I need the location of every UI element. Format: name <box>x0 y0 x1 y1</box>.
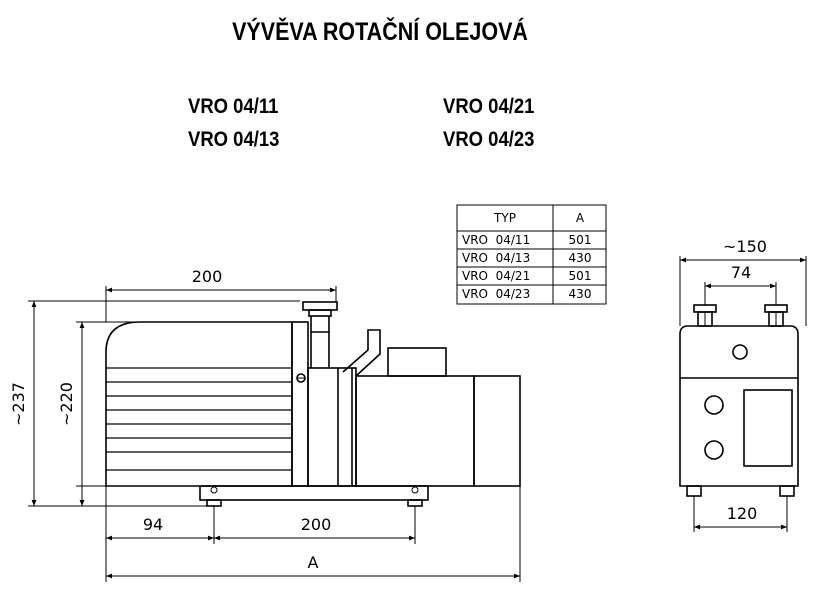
table-cell-a: 501 <box>569 269 592 283</box>
dimension-port-spacing: 74 <box>731 263 751 282</box>
table-cell-typ: VRO 04/11 <box>462 233 530 247</box>
drawing-title: VÝVĚVA ROTAČNÍ OLEJOVÁ <box>232 18 528 46</box>
dimension-base-length: 200 <box>301 515 332 534</box>
model-label-vro-04-11: VRO 04/11 <box>188 95 279 118</box>
type-table <box>456 204 607 305</box>
model-label-vro-04-21: VRO 04/21 <box>443 95 535 118</box>
table-cell-typ: VRO 04/13 <box>462 251 530 265</box>
dimension-overall-width: ~150 <box>723 237 767 256</box>
table-header-a: A <box>576 211 585 225</box>
dimension-feet-spacing: 120 <box>727 504 758 523</box>
dimension-overall-height: ~237 <box>9 382 28 426</box>
table-header-typ: TYP <box>493 211 516 225</box>
pump-end-view <box>679 304 799 497</box>
pump-side-view <box>105 301 521 507</box>
table-cell-a: 501 <box>569 233 592 247</box>
dimension-top-length: 200 <box>192 267 223 286</box>
end-view-dimensions <box>679 256 807 532</box>
dimension-body-height: ~220 <box>57 382 76 426</box>
dimension-left-offset: 94 <box>143 515 163 534</box>
model-label-vro-04-23: VRO 04/23 <box>443 128 535 151</box>
model-label-vro-04-13: VRO 04/13 <box>188 128 280 151</box>
side-view-dimensions <box>28 286 521 582</box>
dimension-total-length: A <box>308 553 319 572</box>
table-cell-typ: VRO 04/21 <box>462 269 530 283</box>
table-cell-a: 430 <box>569 251 592 265</box>
table-cell-a: 430 <box>569 287 592 301</box>
table-cell-typ: VRO 04/23 <box>462 287 530 301</box>
